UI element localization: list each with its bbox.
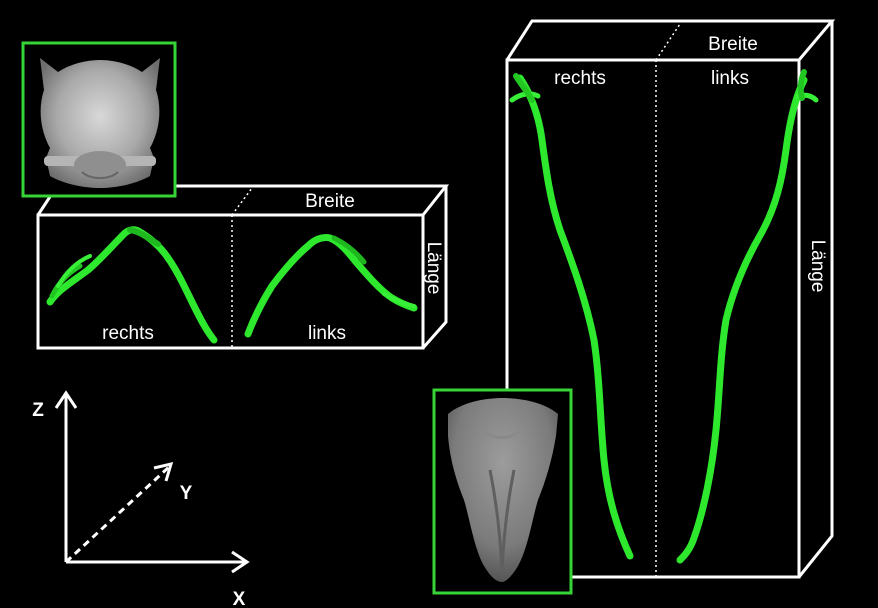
right-box-top-face [507, 21, 832, 60]
y-axis-line [66, 466, 170, 562]
right-box-top-label: Breite [708, 34, 758, 55]
left-box-top-midline [232, 188, 252, 215]
front-view-inset [23, 43, 175, 196]
coordinate-axes: Z Y X [32, 393, 247, 608]
right-box-top-midline [656, 24, 680, 60]
left-box-side-label: Länge [423, 242, 444, 295]
skull-front-view-icon [40, 58, 160, 188]
right-box-side-label: Länge [807, 240, 828, 293]
left-box-right-label: links [308, 323, 346, 344]
front-view-structure-left [248, 237, 414, 334]
left-box: Breite Länge rechts links [38, 186, 446, 348]
left-box-front-face [38, 215, 423, 348]
top-view-inset [434, 390, 571, 593]
left-box-left-label: rechts [102, 323, 154, 344]
right-box-left-label: rechts [554, 68, 606, 89]
right-box-side-face [799, 21, 832, 577]
left-box-top-label: Breite [305, 191, 355, 212]
top-view-structure-left [680, 72, 816, 560]
x-axis-label: X [233, 589, 246, 608]
z-axis-label: Z [32, 400, 44, 421]
right-box-right-label: links [711, 68, 749, 89]
y-axis-label: Y [180, 483, 193, 504]
